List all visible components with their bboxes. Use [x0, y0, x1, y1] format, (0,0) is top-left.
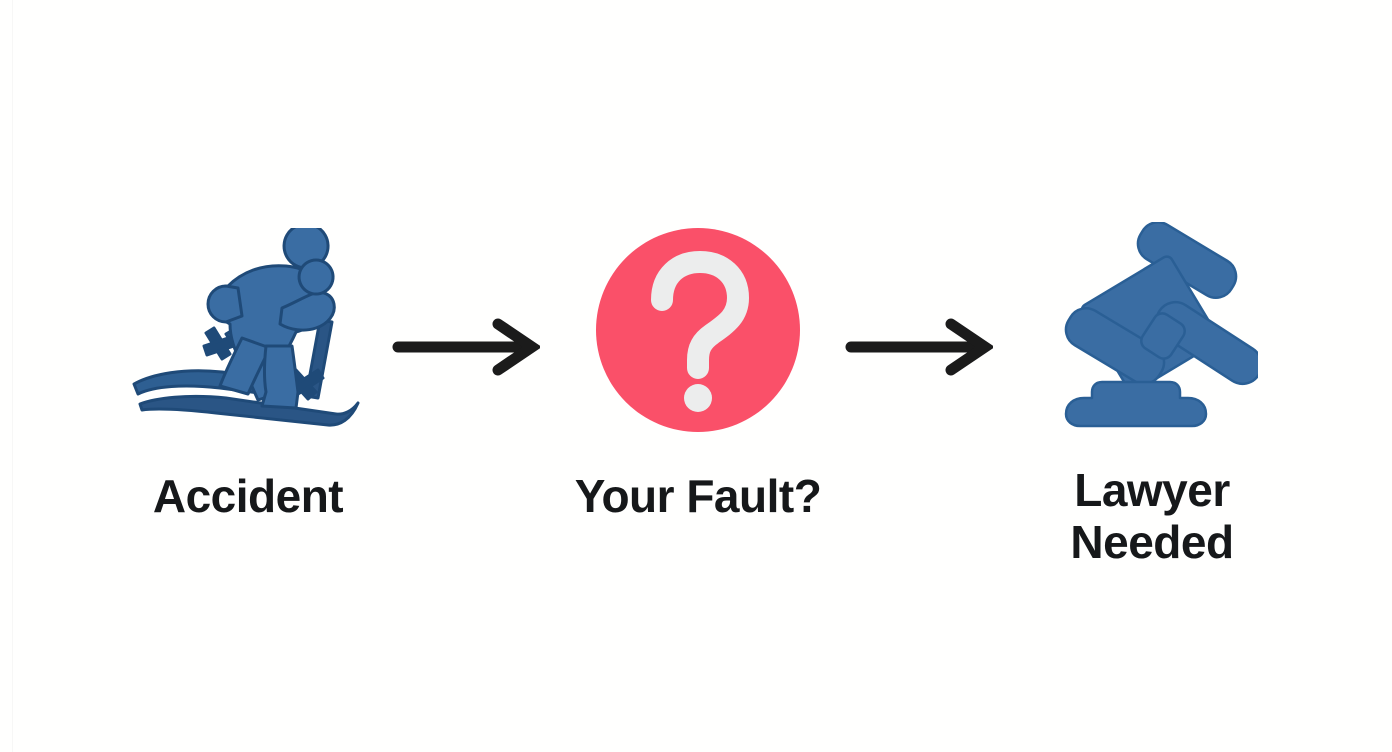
- flow-step-label-lawyer-needed: Lawyer Needed: [1070, 464, 1234, 568]
- skier-icon: [130, 222, 366, 445]
- flow-step-accident[interactable]: Accident: [118, 222, 378, 523]
- question-mark-circle-icon: [588, 228, 808, 445]
- arrow-right-icon: [392, 318, 542, 381]
- flow-step-your-fault[interactable]: Your Fault?: [566, 228, 830, 523]
- gavel-icon: [1046, 221, 1263, 439]
- flow-step-lawyer-needed[interactable]: Lawyer Needed: [1034, 221, 1270, 568]
- canvas-edge-seam: [12, 0, 13, 752]
- flow-step-label-accident: Accident: [152, 470, 344, 522]
- flow-step-label-your-fault: Your Fault?: [574, 470, 822, 522]
- arrow-right-icon: [845, 318, 995, 381]
